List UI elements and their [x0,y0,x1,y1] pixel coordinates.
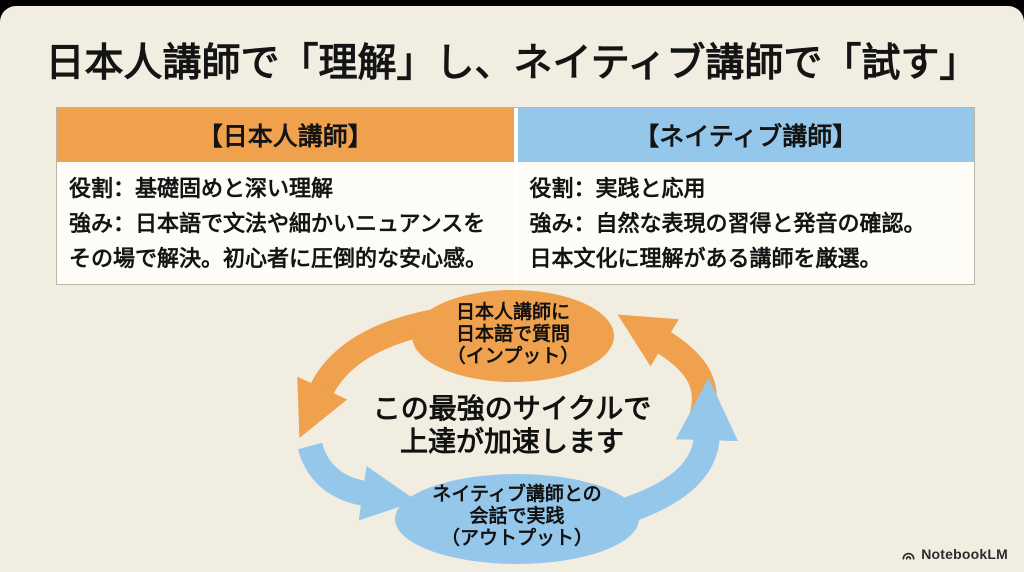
column-native-teacher: 【ネイティブ講師】 役割：実践と応用 強み：自然な表現の習得と発音の確認。 日本… [517,108,974,284]
bubble-line: 会話で実践 [469,506,565,527]
header-japanese-teacher: 【日本人講師】 [57,108,514,162]
input-bubble-text: 日本人講師に 日本語で質問 （インプット） [383,302,643,368]
bubble-line: 日本人講師に [455,302,570,323]
bubble-line: （インプット） [446,346,580,367]
cycle-center-text: この最強のサイクルで 上達が加速します [332,392,692,458]
input-bubble [412,290,614,382]
cell-japanese-teacher: 役割：基礎固めと深い理解 強み：日本語で文法や細かいニュアンスを その場で解決。… [57,162,514,284]
output-bubble [395,474,639,564]
cell-text-line: 役割：実践と応用 [529,176,706,201]
blue-arrow-left-segment [297,442,417,521]
center-line: 上達が加速します [399,426,624,457]
notebooklm-branding: NotebookLM [901,546,1008,562]
cell-native-teacher: 役割：実践と応用 強み：自然な表現の習得と発音の確認。 日本文化に理解がある講師… [517,162,974,284]
comparison-table: 【日本人講師】 役割：基礎固めと深い理解 強み：日本語で文法や細かいニュアンスを… [56,107,975,285]
cell-text-line: その場で解決。初心者に圧倒的な安心感。 [69,246,488,271]
slide-title: 日本人講師で「理解」し、ネイティブ講師で「試す」 [45,42,979,85]
cell-text-line: 役割：基礎固めと深い理解 [69,176,334,201]
output-bubble-text: ネイティブ講師との 会話で実践 （アウトプット） [387,484,647,550]
bubble-line: ネイティブ講師との [432,484,602,505]
cell-text-line: 強み：自然な表現の習得と発音の確認。 [529,211,926,236]
column-japanese-teacher: 【日本人講師】 役割：基礎固めと深い理解 強み：日本語で文法や細かいニュアンスを… [57,108,514,284]
bubble-line: （アウトプット） [440,528,593,549]
cell-text-line: 日本文化に理解がある講師を厳選。 [529,246,882,271]
blue-arrow-up-segment [623,377,738,523]
header-native-teacher: 【ネイティブ講師】 [517,108,974,162]
bubble-line: 日本語で質問 [455,324,570,345]
center-line: この最強のサイクルで [372,393,652,424]
notebooklm-label: NotebookLM [921,546,1008,562]
notebooklm-logo-icon [902,552,915,560]
cell-text-line: 強み：日本語で文法や細かいニュアンスを [69,211,486,236]
cycle-diagram [297,290,738,564]
orange-arrow-down-segment [297,309,435,439]
